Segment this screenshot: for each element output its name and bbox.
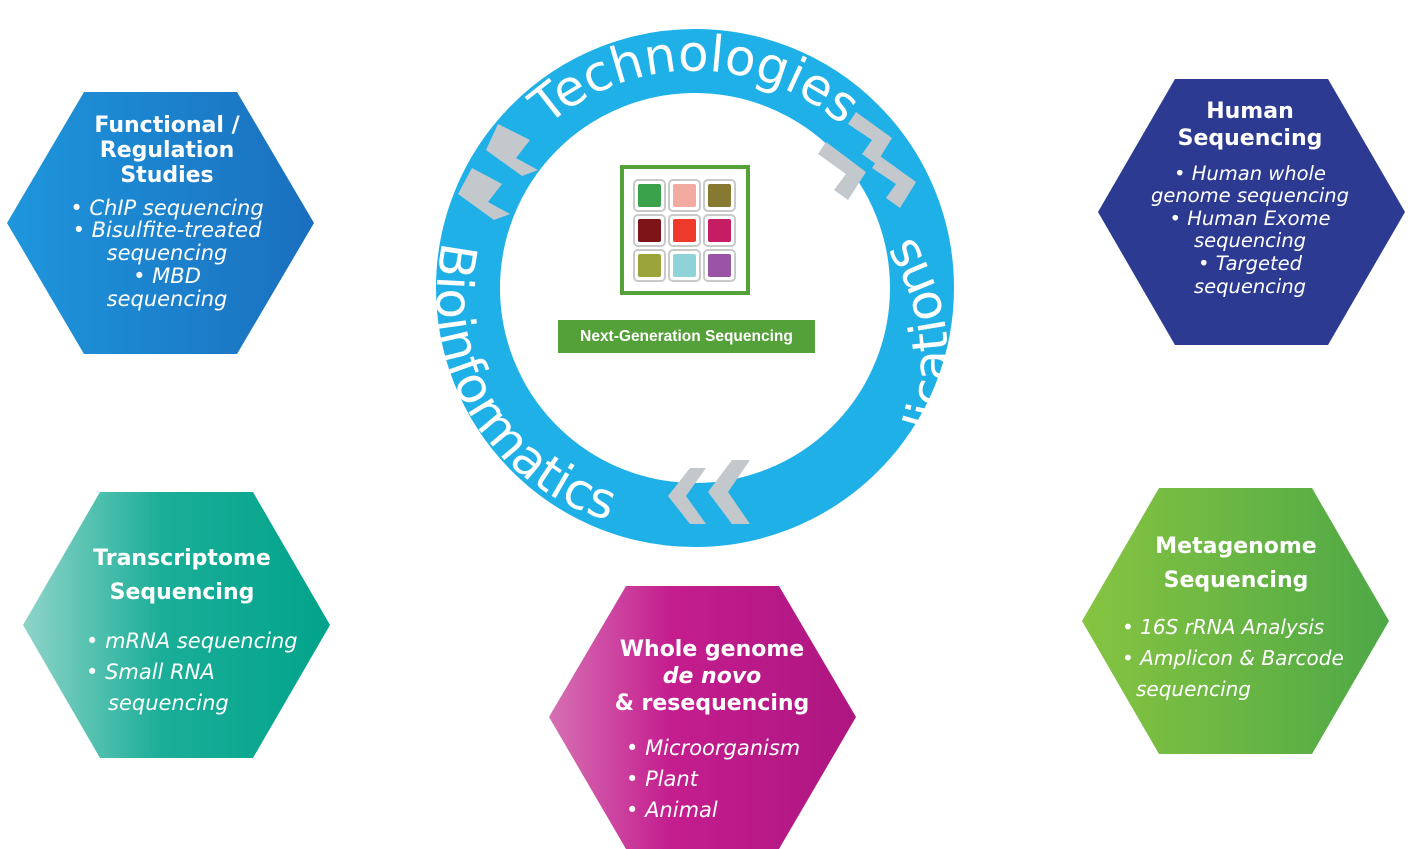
- human-item-list: Human whole genome sequencing Human Exom…: [1125, 162, 1375, 299]
- list-item: MBD: [28, 265, 306, 288]
- human-sequencing-text: Human Sequencing Human whole genome sequ…: [1125, 99, 1375, 298]
- list-item-continuation: sequencing: [106, 241, 228, 266]
- list-item-continuation: sequencing: [1136, 677, 1251, 702]
- wholegenome-title: Whole genome de novo & resequencing: [614, 637, 810, 716]
- ngs-label: Next-Generation Sequencing: [558, 320, 815, 353]
- chip-well: [708, 254, 731, 277]
- chevron-left-icon: [486, 124, 538, 176]
- list-item: Microorganism: [626, 733, 852, 764]
- functional-regulation-text: Functional / Regulation Studies ChIP seq…: [28, 113, 306, 312]
- transcriptome-item-list: mRNA sequencing Small RNA sequencing: [60, 626, 304, 719]
- metagenome-sequencing-text: Metagenome Sequencing 16S rRNA Analysis …: [1108, 530, 1364, 705]
- list-item-continuation: sequencing: [106, 287, 228, 312]
- list-item: Targeted: [1125, 252, 1375, 276]
- functional-item-list: ChIP sequencing Bisulfite-treated sequen…: [28, 196, 306, 312]
- wholegenome-item-list: Microorganism Plant Animal: [572, 733, 852, 826]
- chevron-right-icon: [848, 112, 892, 164]
- list-item-continuation: sequencing: [1193, 274, 1307, 298]
- metagenome-title: Metagenome Sequencing: [1155, 534, 1317, 594]
- chip-well: [708, 219, 731, 242]
- chevron-left-icon: [458, 168, 510, 220]
- chevron-left-icon: [708, 460, 750, 524]
- chip-well: [638, 184, 661, 207]
- list-item: Bisulfite-treated: [28, 219, 306, 242]
- transcriptome-sequencing-text: Transcriptome Sequencing mRNA sequencing…: [60, 542, 304, 719]
- list-item: Amplicon & Barcode: [1122, 643, 1364, 674]
- list-item: Plant: [626, 764, 852, 795]
- list-item-continuation: sequencing: [1193, 229, 1307, 253]
- chip-well: [638, 254, 661, 277]
- chip-well: [638, 219, 661, 242]
- wholegenome-sequencing-text: Whole genome de novo & resequencing Micr…: [572, 637, 852, 826]
- list-item: mRNA sequencing: [86, 626, 304, 657]
- chip-well: [673, 254, 696, 277]
- list-item: Human Exome: [1125, 207, 1375, 231]
- functional-title: Functional / Regulation Studies: [94, 113, 240, 188]
- list-item: Human whole: [1125, 162, 1375, 186]
- metagenome-item-list: 16S rRNA Analysis Amplicon & Barcode seq…: [1108, 612, 1364, 705]
- list-item: ChIP sequencing: [28, 196, 306, 220]
- chip-well: [673, 219, 696, 242]
- list-item: 16S rRNA Analysis: [1122, 612, 1364, 643]
- chip-well: [708, 184, 731, 207]
- transcriptome-title: Transcriptome Sequencing: [93, 546, 271, 606]
- chip-well: [673, 184, 696, 207]
- list-item-continuation: genome sequencing: [1151, 184, 1349, 208]
- list-item-continuation: sequencing: [108, 691, 229, 716]
- chevron-left-icon: [668, 468, 706, 524]
- list-item: Animal: [626, 795, 852, 826]
- sequencing-chip-tiles: [633, 179, 736, 282]
- list-item: Small RNA: [86, 657, 304, 688]
- chevron-right-icon: [818, 142, 866, 200]
- chevron-right-icon: [872, 156, 916, 208]
- hexagon-transcriptome: [23, 492, 330, 758]
- human-title: Human Sequencing: [1177, 99, 1323, 151]
